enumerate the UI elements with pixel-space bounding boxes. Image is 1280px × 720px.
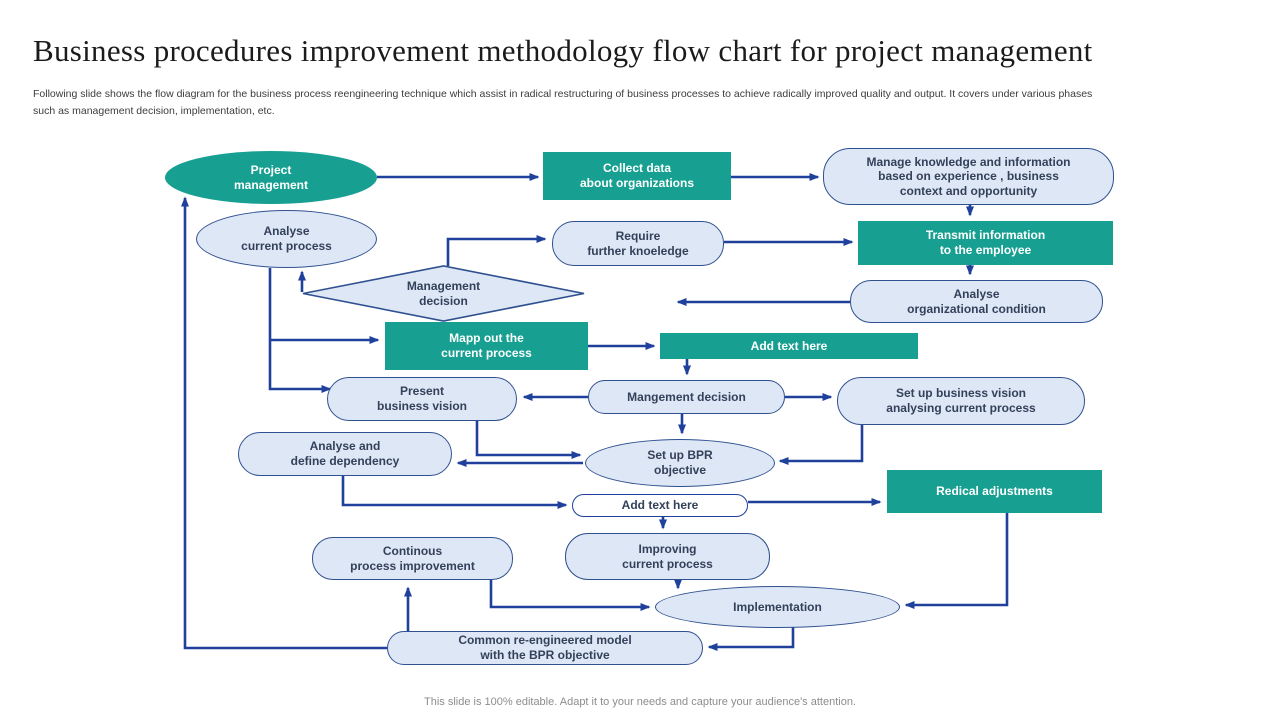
connector-continous-to-implementation bbox=[489, 580, 651, 611]
connector-common-to-pm bbox=[181, 196, 387, 650]
node-common-model: Common re-engineered model with the BPR … bbox=[387, 631, 703, 665]
node-require-further-knowledge: Require further knoeledge bbox=[552, 221, 724, 266]
connector-dependency-to-addtextwhite bbox=[341, 476, 568, 509]
node-collect-data: Collect data about organizations bbox=[543, 152, 731, 200]
node-add-text-white: Add text here bbox=[572, 494, 748, 517]
connector-setupvision-to-bpr bbox=[778, 425, 864, 465]
connector-implementation-to-common bbox=[707, 626, 795, 651]
connector-decision-to-require bbox=[446, 235, 547, 266]
node-analyse-define-dependency: Analyse and define dependency bbox=[238, 432, 452, 476]
node-manage-knowledge: Manage knowledge and information based o… bbox=[823, 148, 1114, 205]
page-title: Business procedures improvement methodol… bbox=[33, 33, 1093, 68]
node-present-business-vision: Present business vision bbox=[327, 377, 517, 421]
node-set-up-business-vision: Set up business vision analysing current… bbox=[837, 377, 1085, 425]
connector-redical-to-implementation bbox=[904, 513, 1009, 609]
connector-analysecurrent-to-present bbox=[268, 268, 332, 393]
management-decision-diamond bbox=[302, 265, 585, 322]
node-project-management: Project management bbox=[165, 151, 377, 204]
node-improving-current-process: Improving current process bbox=[565, 533, 770, 580]
node-mangement-decision: Mangement decision bbox=[588, 380, 785, 414]
node-set-up-bpr-objective: Set up BPR objective bbox=[585, 439, 775, 487]
connector-present-to-bpr bbox=[475, 421, 582, 459]
node-continous-process-improvement: Continous process improvement bbox=[312, 537, 513, 580]
node-analyse-organizational-condition: Analyse organizational condition bbox=[850, 280, 1103, 323]
node-management-decision: Management decision bbox=[406, 278, 481, 308]
node-add-text-teal: Add text here bbox=[660, 333, 918, 359]
node-analyse-current-process: Analyse current process bbox=[196, 210, 377, 268]
slide-description: Following slide shows the flow diagram f… bbox=[33, 88, 1093, 117]
slide-footer: This slide is 100% editable. Adapt it to… bbox=[424, 696, 856, 708]
node-redical-adjustments: Redical adjustments bbox=[887, 470, 1102, 513]
node-mapp-out: Mapp out the current process bbox=[385, 322, 588, 370]
node-implementation: Implementation bbox=[655, 586, 900, 628]
node-transmit-information: Transmit information to the employee bbox=[858, 221, 1113, 265]
